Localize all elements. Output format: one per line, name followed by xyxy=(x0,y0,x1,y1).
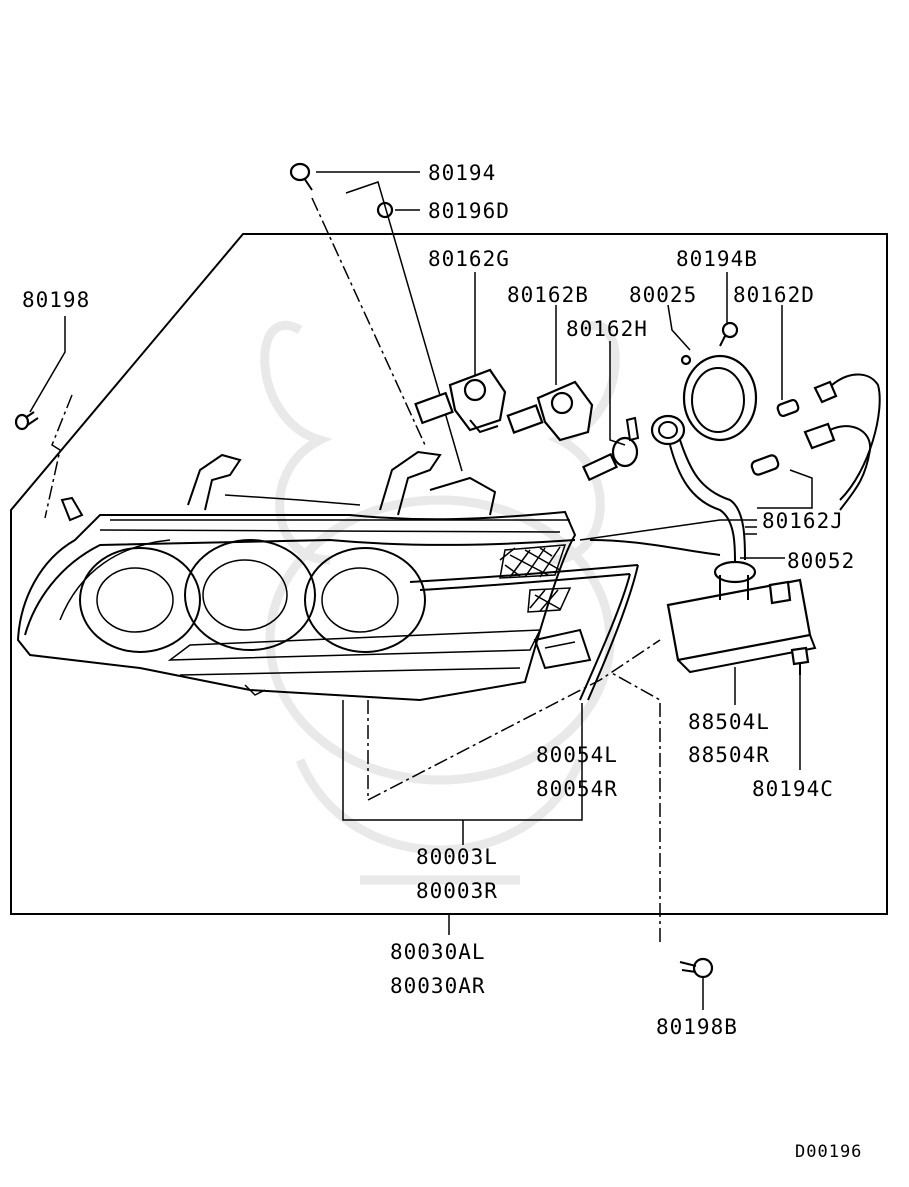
label-80194C: 80194C xyxy=(752,777,834,801)
ballast-88504 xyxy=(589,539,817,674)
leader-lines xyxy=(316,171,813,1010)
label-80054L: 80054L xyxy=(536,743,618,767)
socket-harness xyxy=(803,373,881,511)
label-80194: 80194 xyxy=(428,161,496,185)
screw-80194C xyxy=(790,646,810,675)
label-80054R: 80054R xyxy=(536,777,618,801)
label-80198B: 80198B xyxy=(656,1015,738,1039)
label-80003R: 80003R xyxy=(416,879,498,903)
label-80030AL: 80030AL xyxy=(390,940,486,964)
label-80196D: 80196D xyxy=(428,199,510,223)
headlight-housing xyxy=(16,450,592,702)
label-80162B: 80162B xyxy=(507,283,589,307)
diagram-code: D00196 xyxy=(795,1142,862,1162)
bulb-80162B xyxy=(506,380,594,442)
screw-80198B xyxy=(609,671,714,979)
label-80162G: 80162G xyxy=(428,247,510,271)
watermark-emblem xyxy=(260,320,620,885)
label-80194B: 80194B xyxy=(676,247,758,271)
label-80025: 80025 xyxy=(629,283,697,307)
part-labels: 80194 80196D 80198 80162G 80194B 80162B … xyxy=(22,161,855,1039)
label-80052: 80052 xyxy=(787,549,855,573)
label-80162H: 80162H xyxy=(566,317,648,341)
nut-80196D xyxy=(345,181,463,472)
bulb-80162J xyxy=(750,454,780,476)
bulb-socket-ring xyxy=(650,414,746,563)
label-88504R: 88504R xyxy=(688,743,770,767)
label-80162J: 80162J xyxy=(762,509,844,533)
label-80003L: 80003L xyxy=(416,845,498,869)
label-80030AR: 80030AR xyxy=(390,974,486,998)
trim-strip xyxy=(409,564,639,701)
cover-cap-80025 xyxy=(680,354,758,442)
label-88504L: 88504L xyxy=(688,710,770,734)
bulb-80162H xyxy=(581,416,640,482)
bulb-80162G xyxy=(414,368,507,434)
label-80162D: 80162D xyxy=(733,283,815,307)
screw-80194 xyxy=(289,162,426,446)
screw-80198 xyxy=(14,316,73,519)
bulb-80162D xyxy=(776,398,800,418)
label-80198: 80198 xyxy=(22,288,90,312)
screw-80194B xyxy=(719,321,739,347)
